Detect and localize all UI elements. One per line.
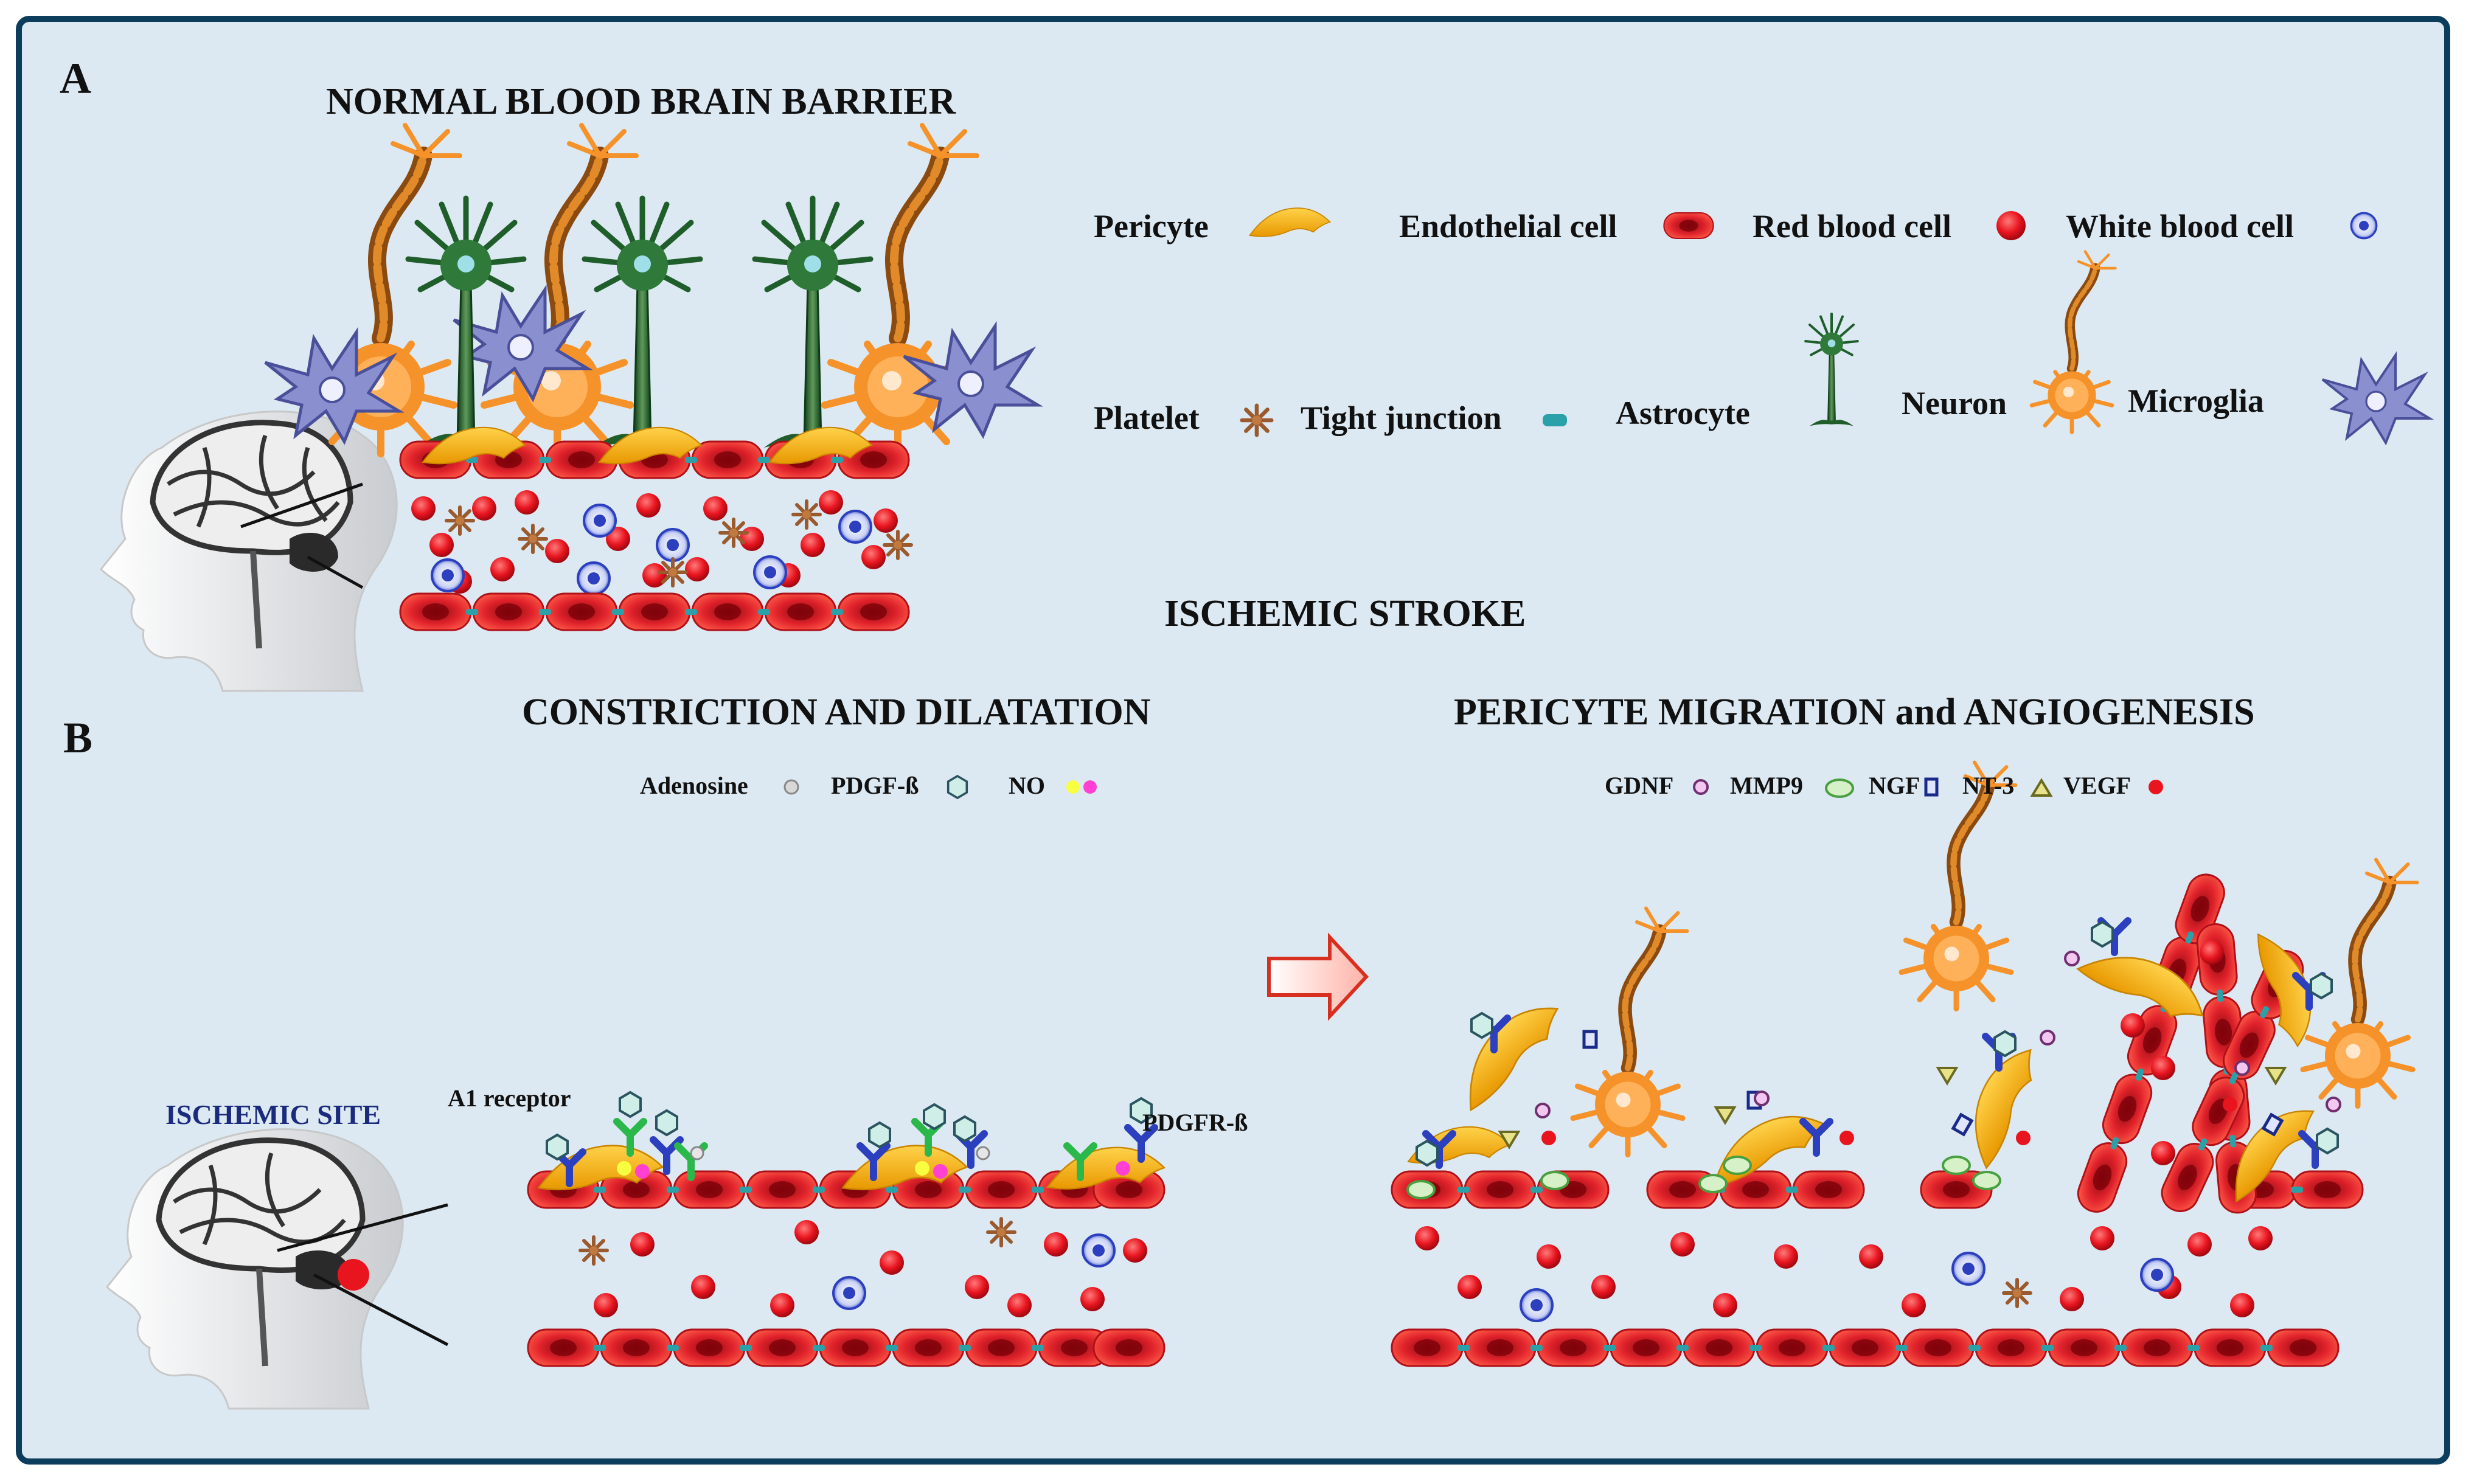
figure-canvas <box>99 22 2444 1410</box>
panel-a-vessel <box>399 426 911 631</box>
platelet-icon <box>1242 406 1271 435</box>
molecule-label-mmp9: MMP9 <box>1730 772 1803 799</box>
microglia-icon <box>2322 355 2430 443</box>
ischemic-site-label: ISCHEMIC SITE <box>165 1099 381 1130</box>
molecule-label-ngf: NGF <box>1869 772 1920 799</box>
legend-label-endothelial-cell: Endothelial cell <box>1399 208 1617 244</box>
molecule-label-nt3: NT-3 <box>1962 772 2015 799</box>
pericyte-icon <box>1249 207 1331 237</box>
molecule-label-no: NO <box>1009 772 1045 799</box>
adenosine-icon <box>783 779 799 795</box>
legend-label-pericyte: Pericyte <box>1094 208 1209 244</box>
molecule-label-gdnf: GDNF <box>1605 772 1674 799</box>
panel-a-title: NORMAL BLOOD BRAIN BARRIER <box>326 81 956 122</box>
no-icon <box>1066 780 1097 794</box>
pdgf-icon <box>947 775 968 799</box>
legend-label-white-blood-cell: White blood cell <box>2066 208 2294 244</box>
transition-arrow <box>1267 932 1369 1021</box>
legend-label-red-blood-cell: Red blood cell <box>1753 208 1952 244</box>
molecule-label-vegf: VEGF <box>2063 772 2131 799</box>
vegf-icon <box>2149 780 2163 794</box>
panel-b-right-vessel <box>1391 763 2417 1367</box>
legend-label-microglia: Microglia <box>2128 383 2264 419</box>
nt3-icon <box>2030 778 2053 797</box>
head-silhouette-b <box>105 1128 449 1410</box>
molecule-label-pdgf: PDGF-ß <box>831 772 919 799</box>
gdnf-icon <box>1693 779 1709 795</box>
legend-label-tight-junction: Tight junction <box>1301 400 1502 436</box>
panel-b-right-title: PERICYTE MIGRATION and ANGIOGENESIS <box>1454 692 2255 733</box>
neuron-icon <box>2032 252 2116 432</box>
mmp9-icon <box>1825 778 1854 798</box>
a1-receptor-label: A1 receptor <box>448 1084 571 1112</box>
figure-frame: A NORMAL BLOOD BRAIN BARRIER Pericyte En… <box>16 16 2450 1465</box>
legend-label-astrocyte: Astrocyte <box>1616 395 1750 431</box>
tight-junction-icon <box>1543 414 1567 426</box>
pdgfr-label: PDGFR-ß <box>1142 1109 1248 1136</box>
panel-a-astrocyte-2 <box>585 198 700 448</box>
center-title: ISCHEMIC STROKE <box>1164 593 1526 634</box>
legend-label-neuron: Neuron <box>1902 385 2007 421</box>
head-silhouette-a <box>99 411 398 692</box>
endothelial-cell-icon <box>1663 212 1714 240</box>
legend-label-platelet: Platelet <box>1094 400 1200 436</box>
white-blood-cell-icon <box>2350 212 2378 240</box>
panel-a-astrocyte-3 <box>755 198 870 448</box>
molecule-label-adenosine: Adenosine <box>640 772 748 799</box>
panel-b-left-vessel <box>527 1091 1166 1367</box>
ngf-icon <box>1924 777 1939 797</box>
panel-a-letter: A <box>60 54 91 103</box>
red-blood-cell-icon <box>1996 211 2026 240</box>
astrocyte-icon <box>1805 314 1858 426</box>
panel-b-letter: B <box>63 713 93 762</box>
panel-b-left-title: CONSTRICTION AND DILATATION <box>522 692 1151 733</box>
